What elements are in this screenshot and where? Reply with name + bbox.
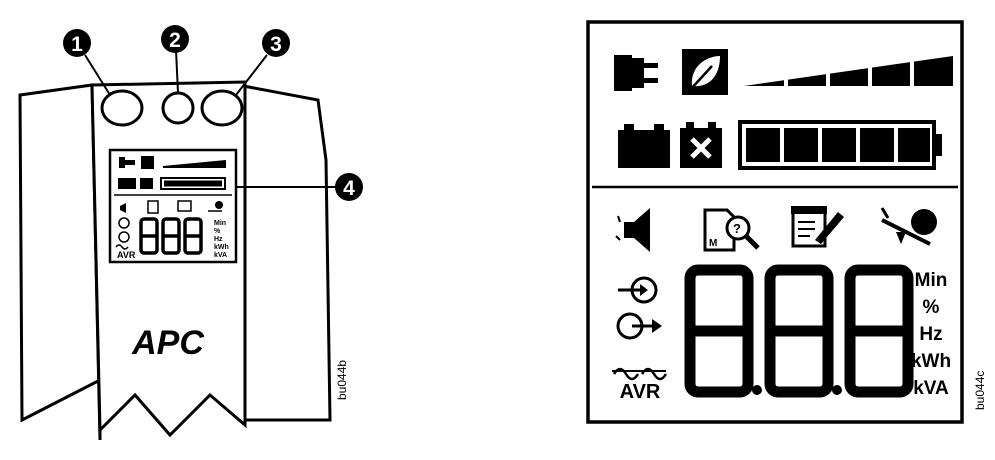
battery-fault-icon [680,122,722,168]
mini-unit-min: Min [214,220,226,227]
unit-percent: % [923,297,940,318]
svg-text:?: ? [733,221,741,236]
battery-charge-fill [164,180,222,187]
mini-lcd-icons [114,156,232,250]
svg-text:M: M [709,238,717,249]
leaf-icon [141,156,154,169]
figure-code-right: bu044c [973,371,987,410]
ac-input-icon [618,276,658,304]
plug-icon [119,157,125,168]
callout-4-badge [335,173,363,201]
callout-3-badge [262,29,290,57]
leaf-icon [682,49,728,95]
load-level-segments [784,55,914,88]
mute-speaker-icon [615,208,650,252]
mini-avr-label: AVR [117,250,136,260]
avr-waves-icon [612,367,668,381]
load-bar-icon [163,160,226,168]
mini-unit-kwh: kWh [214,244,229,251]
callout-2: 2 [169,29,181,52]
left-bezel [18,83,102,441]
avr-wave-icon [115,244,129,250]
overload-icon [880,207,937,246]
callout-4: 4 [343,177,355,200]
decimal-point-2 [832,385,842,395]
lcd-detail-view: M ? [560,0,995,455]
figure-code-left: bu044b [335,360,349,400]
plug-icon [614,55,658,91]
mini-lcd [108,148,238,264]
ups-output-icon [616,312,662,340]
mini-unit-hz: Hz [214,236,223,243]
mute-button[interactable] [200,89,244,127]
mute-icon [120,203,126,213]
callout-3: 3 [270,33,282,56]
digit-2 [764,264,834,398]
digit-3 [844,264,914,398]
mini-unit-kva: kVA [214,252,227,259]
callout-1: 1 [71,33,83,56]
mini-lcd-digits [139,217,203,255]
input-icon [118,217,130,229]
unit-kwh: kWh [911,351,951,372]
event-log-icon: M ? [703,208,760,252]
battery-charge-bar-icon [738,120,942,170]
display-button[interactable] [161,91,195,125]
log-icon [147,200,159,214]
digit-1 [684,264,754,398]
ups-front-drawing: 1 2 3 4 [18,25,363,441]
callout-2-badge [161,25,189,53]
apc-logo: APC [131,324,204,362]
self-test-icon [177,200,192,212]
callout-2-leader [175,49,179,94]
right-bezel [236,83,332,422]
unit-kva: kVA [913,378,949,399]
lcd-detail-drawing: M ? [586,20,987,424]
callout-1-leader [84,54,111,96]
output-icon [118,231,130,243]
mini-unit-percent: % [214,228,221,235]
unit-hz: Hz [919,324,942,345]
power-button[interactable] [100,89,144,127]
overload-icon [215,201,223,209]
battery-icon [618,124,670,168]
ups-front-view: 1 2 3 4 [0,0,380,455]
decimal-point-1 [752,385,762,395]
battery-icon [118,178,136,189]
unit-min: Min [915,270,948,291]
self-test-icon [791,206,844,248]
callout-1-badge [63,29,91,57]
avr-label: AVR [620,381,661,403]
load-level-bar-icon [744,56,953,86]
plug-prongs-icon [125,160,135,165]
battery-fault-icon [140,178,153,189]
callout-3-leader [235,54,268,96]
